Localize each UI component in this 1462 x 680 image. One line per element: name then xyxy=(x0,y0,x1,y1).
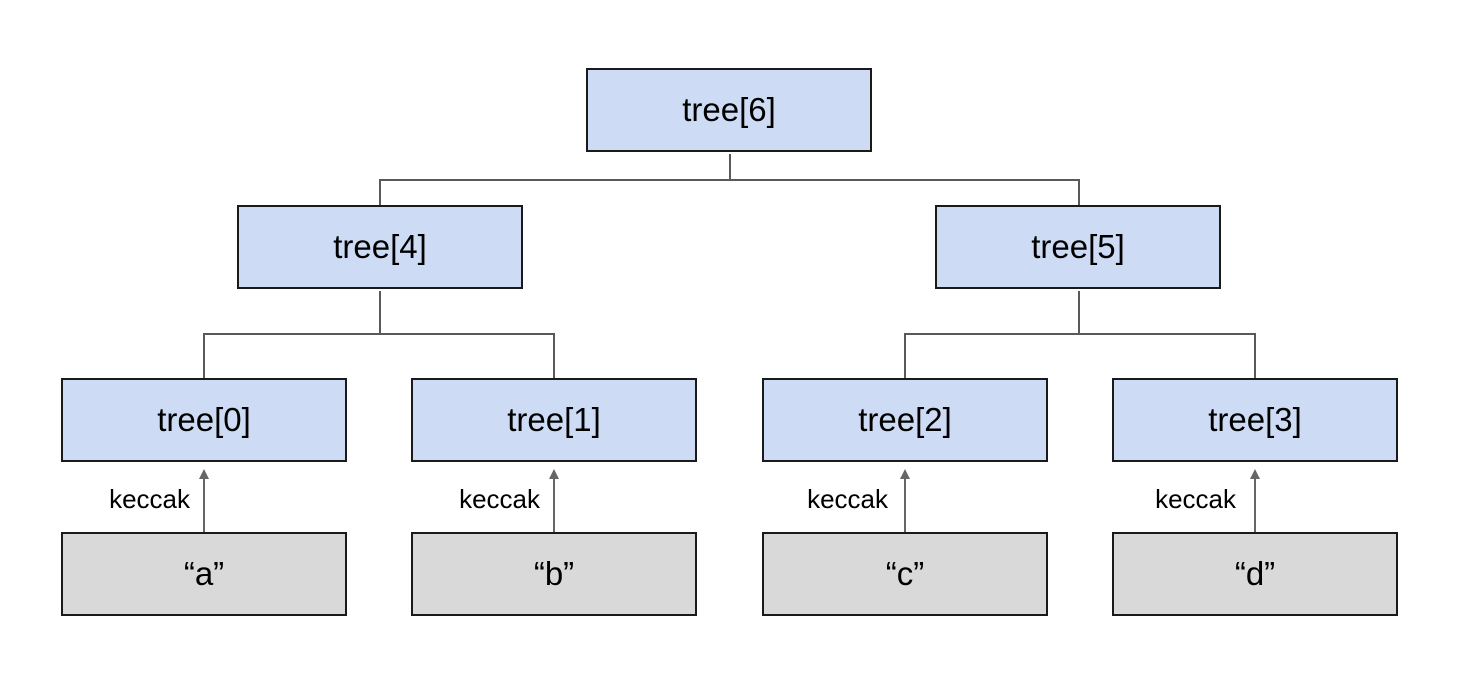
leaf-d: “d” xyxy=(1112,532,1398,616)
node-tree-6: tree[6] xyxy=(586,68,872,152)
edge-label-keccak-d: keccak xyxy=(1155,484,1236,514)
connector-tree5-children xyxy=(904,333,1256,378)
connector-tree6-children xyxy=(379,179,1080,205)
node-tree-1: tree[1] xyxy=(411,378,697,462)
edge-label-keccak-b: keccak xyxy=(459,484,540,514)
edge-label-keccak-a: keccak xyxy=(109,484,190,514)
leaf-c: “c” xyxy=(762,532,1048,616)
leaf-b: “b” xyxy=(411,532,697,616)
connector-tree4-children xyxy=(203,333,555,378)
node-tree-0: tree[0] xyxy=(61,378,347,462)
node-tree-3: tree[3] xyxy=(1112,378,1398,462)
leaf-a: “a” xyxy=(61,532,347,616)
node-tree-4: tree[4] xyxy=(237,205,523,289)
edge-label-keccak-c: keccak xyxy=(807,484,888,514)
node-tree-2: tree[2] xyxy=(762,378,1048,462)
node-tree-5: tree[5] xyxy=(935,205,1221,289)
